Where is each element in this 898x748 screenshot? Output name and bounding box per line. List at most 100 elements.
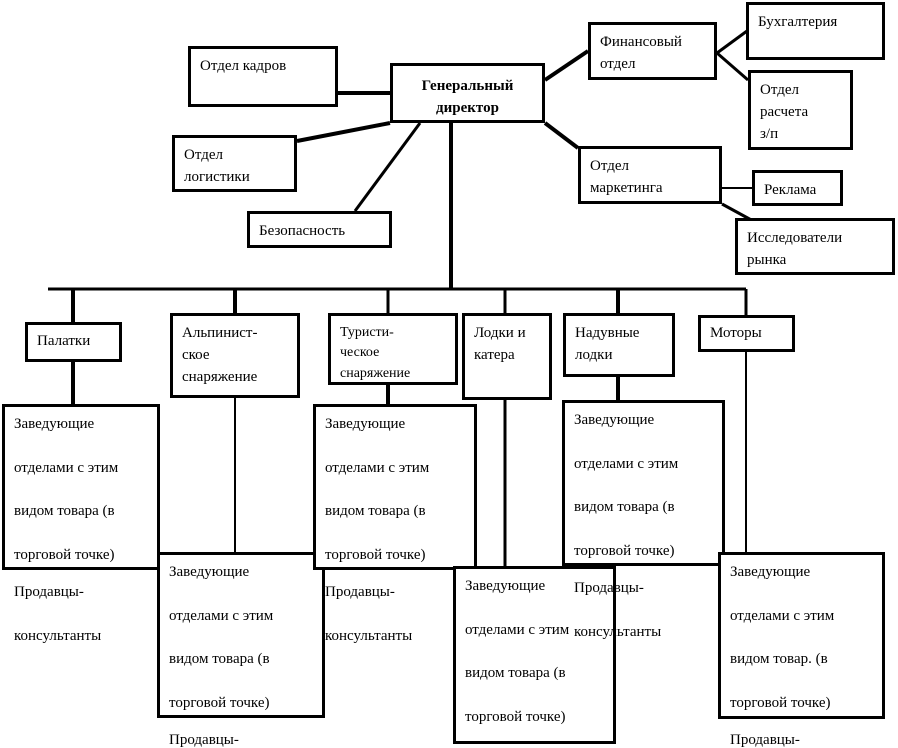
staff-managers-group: Заведующие отделами с этим видом товара …: [14, 414, 148, 566]
node-staff-motors[interactable]: Заведующие отделами с этим видом товар. …: [718, 552, 885, 748]
node-product-climbing-gear-line-1: ское: [182, 346, 210, 363]
node-product-touring-gear[interactable]: Туристи- ческое снаряжение: [328, 313, 458, 385]
staff-managers-line-1: отделами с этим: [325, 459, 430, 476]
staff-managers-line-0: Заведующие: [169, 564, 250, 580]
staff-sellers-line-0: Продавцы-: [14, 584, 84, 601]
node-advertising[interactable]: Реклама: [752, 170, 843, 206]
staff-managers-line-0: Заведующие: [730, 564, 811, 580]
staff-sellers-group: Продавцы- консультанты: [574, 578, 713, 643]
staff-managers-line-3: торговой точке): [325, 546, 426, 563]
node-general-director[interactable]: Генеральный директор: [390, 63, 545, 123]
staff-managers-line-0: Заведующие: [325, 416, 406, 432]
staff-managers-line-2: видом товар. (в: [730, 651, 828, 667]
staff-spacer: [465, 728, 604, 744]
staff-managers-line-2: видом товара (в: [574, 499, 675, 515]
staff-managers-group: Заведующие отделами с этим видом товар. …: [730, 562, 873, 714]
staff-spacer: [325, 566, 465, 582]
node-payroll-department-line-0: Отдел: [760, 82, 799, 98]
node-payroll-department[interactable]: Отдел расчета з/п: [748, 70, 853, 150]
staff-managers-line-2: видом товара (в: [465, 665, 566, 681]
node-security-department[interactable]: Безопасность: [247, 211, 392, 248]
node-marketing-department[interactable]: Отдел маркетинга: [578, 146, 722, 204]
node-product-tents[interactable]: Палатки: [25, 322, 122, 362]
node-marketing-department-line-0: Отдел: [590, 158, 629, 174]
node-market-research-line-0: Исследователи: [747, 230, 843, 246]
edge-director-logistics: [296, 121, 391, 143]
node-product-touring-gear-line-0: Туристи-: [340, 325, 394, 340]
staff-managers-line-3: торговой точке): [14, 546, 115, 563]
staff-managers-line-0: Заведующие: [574, 412, 655, 428]
node-logistics-department-line-1: логистики: [184, 168, 250, 185]
node-product-motors[interactable]: Моторы: [698, 315, 795, 352]
node-product-inflatable-boats-line-0: Надувные: [575, 325, 640, 341]
node-market-research[interactable]: Исследователи рынка: [735, 218, 895, 275]
node-product-inflatable-boats[interactable]: Надувные лодки: [563, 313, 675, 377]
staff-sellers-group: Продавцы- консультанты: [325, 582, 465, 647]
node-staff-touring-gear[interactable]: Заведующие отделами с этим видом товара …: [313, 404, 477, 644]
node-product-climbing-gear-line-2: снаряжение: [182, 368, 258, 385]
staff-managers-line-1: отделами с этим: [465, 621, 570, 638]
node-product-touring-gear-line-2: снаряжение: [340, 365, 411, 381]
node-marketing-department-line-1: маркетинга: [590, 179, 663, 196]
node-product-boats[interactable]: Лодки и катера: [462, 313, 552, 400]
staff-managers-line-1: отделами с этим: [730, 607, 835, 624]
node-hr-department-line-0: Отдел кадров: [200, 58, 287, 74]
edge-director-finance: [543, 49, 590, 82]
node-product-climbing-gear[interactable]: Альпинист- ское снаряжение: [170, 313, 300, 398]
staff-managers-group: Заведующие отделами с этим видом товара …: [325, 414, 465, 566]
edge-director-security: [353, 122, 422, 212]
node-product-boats-line-0: Лодки и: [474, 325, 526, 341]
node-staff-boats[interactable]: Заведующие отделами с этим видом товара …: [453, 566, 616, 748]
staff-managers-line-2: видом товара (в: [169, 651, 270, 667]
staff-managers-line-0: Заведующие: [14, 416, 95, 432]
node-advertising-line-0: Реклама: [764, 182, 817, 198]
staff-sellers-line-0: Продавцы-: [574, 580, 644, 597]
staff-sellers-line-0: Продавцы-: [169, 732, 239, 748]
staff-sellers-group: Продавцы- консультанты: [14, 582, 148, 647]
node-staff-inflatable-boats[interactable]: Заведующие отделами с этим видом товара …: [562, 400, 725, 640]
node-product-climbing-gear-line-0: Альпинист-: [182, 325, 258, 341]
staff-sellers-line-0: Продавцы-: [465, 744, 604, 748]
staff-managers-line-3: торговой точке): [730, 694, 831, 711]
node-general-director-line-0: Генеральный: [421, 78, 514, 94]
staff-managers-line-2: видом товара (в: [14, 503, 115, 519]
node-accounting-line-0: Бухгалтерия: [758, 14, 838, 30]
staff-sellers-group: Продавцы- консультанты: [169, 730, 313, 748]
staff-managers-group: Заведующие отделами с этим видом товара …: [574, 410, 713, 562]
node-general-director-line-1: директор: [436, 99, 499, 116]
staff-managers-line-3: торговой точке): [574, 542, 675, 559]
node-accounting[interactable]: Бухгалтерия: [746, 2, 885, 60]
staff-sellers-line-0: Продавцы-: [325, 584, 395, 601]
edge-finance-accounting: [716, 29, 748, 55]
staff-spacer: [574, 562, 713, 578]
staff-spacer: [730, 714, 873, 730]
node-product-boats-line-1: катера: [474, 346, 515, 363]
staff-managers-line-1: отделами с этим: [14, 459, 119, 476]
staff-sellers-line-1: консультанты: [14, 627, 102, 644]
staff-spacer: [14, 566, 148, 582]
staff-sellers-group: Продавцы- консультанты: [730, 730, 873, 748]
staff-sellers-line-1: консультанты: [574, 623, 662, 640]
node-staff-tents[interactable]: Заведующие отделами с этим видом товара …: [2, 404, 160, 644]
node-finance-department[interactable]: Финансовый отдел: [588, 22, 717, 80]
staff-managers-line-0: Заведующие: [465, 578, 546, 594]
node-finance-department-line-1: отдел: [600, 55, 636, 72]
staff-sellers-line-1: консультанты: [325, 627, 413, 644]
node-hr-department[interactable]: Отдел кадров: [188, 46, 338, 107]
node-payroll-department-line-1: расчета: [760, 103, 809, 120]
node-logistics-department-line-0: Отдел: [184, 147, 223, 163]
edge-finance-payroll: [716, 51, 749, 82]
node-finance-department-line-0: Финансовый: [600, 34, 682, 50]
node-product-inflatable-boats-line-1: лодки: [575, 346, 613, 363]
node-logistics-department[interactable]: Отдел логистики: [172, 135, 297, 192]
staff-managers-line-2: видом товара (в: [325, 503, 426, 519]
node-product-motors-line-0: Моторы: [710, 325, 762, 341]
staff-managers-line-1: отделами с этим: [169, 607, 274, 624]
node-security-department-line-0: Безопасность: [259, 223, 346, 239]
node-product-touring-gear-line-1: ческое: [340, 345, 380, 361]
node-product-tents-line-0: Палатки: [37, 333, 91, 349]
staff-managers-line-3: торговой точке): [465, 708, 566, 725]
node-staff-climbing-gear[interactable]: Заведующие отделами с этим видом товара …: [157, 552, 325, 748]
staff-managers-group: Заведующие отделами с этим видом товара …: [169, 562, 313, 714]
